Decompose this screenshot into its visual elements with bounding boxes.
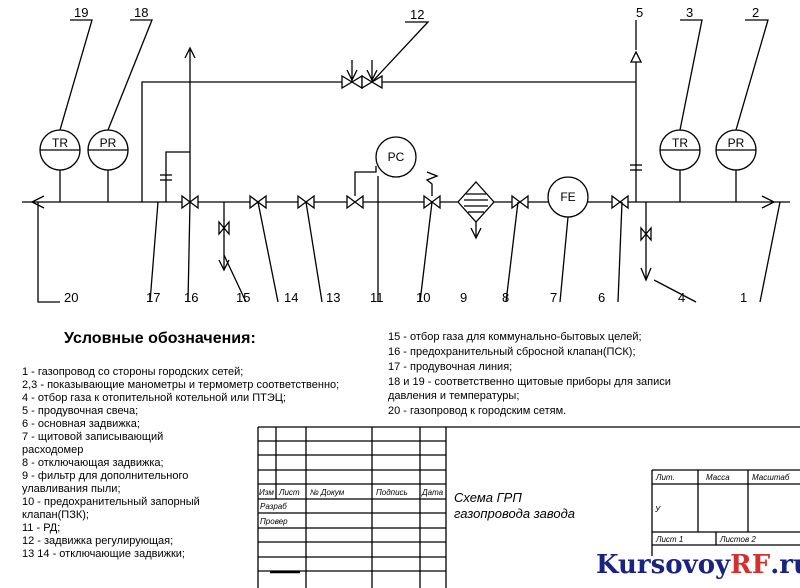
- legend-item: 6 - основная задвижка;: [22, 418, 140, 430]
- legend-title: Условные обозначения:: [64, 330, 256, 347]
- legend-item: 20 - газопровод к городским сетям.: [388, 405, 567, 417]
- legend-item: 1 - газопровод со стороны городских сете…: [22, 366, 244, 378]
- callout-20: 20: [64, 290, 78, 305]
- legend-item: 17 - продувочная линия;: [388, 361, 513, 373]
- legend-item: клапан(ПЗК);: [22, 509, 89, 521]
- callout-19: 19: [74, 5, 88, 20]
- callout-1: 1: [740, 290, 747, 305]
- legend-item: 5 - продувочная свеча;: [22, 405, 139, 417]
- callout-9: 9: [460, 290, 467, 305]
- stamp-massa: Масса: [706, 473, 730, 482]
- callout-10: 10: [416, 290, 430, 305]
- stamp-u: У: [655, 505, 661, 514]
- callout-13: 13: [326, 290, 340, 305]
- legend-item: улавливания пыли;: [22, 483, 121, 495]
- callout-14: 14: [284, 290, 298, 305]
- fe-label: FE: [560, 190, 575, 204]
- stamp-prover: Провер: [260, 517, 288, 526]
- filter-9: [457, 181, 495, 223]
- stamp-podpis: Подпись: [376, 488, 408, 497]
- stamp-masshtab: Масштаб: [752, 473, 790, 482]
- callout-3: 3: [686, 5, 693, 20]
- callout-17: 17: [146, 290, 160, 305]
- legend-item: 16 - предохранительный сбросной клапан(П…: [388, 346, 636, 358]
- legend-item: 7 - щитовой записывающий: [22, 431, 164, 443]
- tr-left-label: TR: [52, 136, 68, 150]
- legend-item: 18 и 19 - соответственно щитовые приборы…: [388, 376, 671, 388]
- callout-18: 18: [134, 5, 148, 20]
- stamp-ndoc: № Докум: [310, 488, 345, 497]
- legend-item: 9 - фильтр для дополнительного: [22, 470, 189, 482]
- legend-item: 13 14 - отключающие задвижки;: [22, 548, 185, 560]
- valve-11: [346, 194, 364, 210]
- legend-item: 15 - отбор газа для коммунально-бытовых …: [388, 331, 642, 343]
- outlet-arrow: [761, 195, 776, 209]
- callout-4: 4: [678, 290, 685, 305]
- stamp-lit: Лит.: [656, 473, 675, 482]
- legend-item: 8 - отключающая задвижка;: [22, 457, 164, 469]
- callout-7: 7: [550, 290, 557, 305]
- drawing-title-line2: газопровода завода: [454, 506, 575, 521]
- stamp-izm: Изм: [259, 488, 274, 497]
- callout-12: 12: [410, 7, 424, 22]
- watermark-part1: Kursovoy: [596, 550, 731, 580]
- inlet-arrow: [30, 195, 45, 209]
- legend-item: 10 - предохранительный запорный: [22, 496, 200, 508]
- stamp-list1: Лист 1: [656, 535, 684, 544]
- pc-instrument: [375, 136, 417, 178]
- stamp-data: Дата: [422, 488, 444, 497]
- valve-6: [611, 194, 629, 210]
- drawing-title-line1: Схема ГРП: [454, 490, 522, 505]
- stamp-razrab: Разраб: [260, 502, 287, 511]
- stamp-listov: Листов 2: [720, 535, 756, 544]
- legend-item: 12 - задвижка регулирующая;: [22, 535, 174, 547]
- watermark-part2: RF: [730, 550, 771, 580]
- callout-6: 6: [598, 290, 605, 305]
- stamp-list: Лист: [279, 488, 300, 497]
- callout-8: 8: [502, 290, 509, 305]
- callout-16: 16: [184, 290, 198, 305]
- tr-right-label: TR: [672, 136, 688, 150]
- watermark-logo: KursovoyRF.ru: [596, 550, 800, 580]
- drawing-title: Схема ГРП газопровода завода: [454, 490, 575, 522]
- legend-item: расходомер: [22, 444, 84, 456]
- callout-15: 15: [236, 290, 250, 305]
- legend-item: давления и температуры;: [388, 390, 520, 402]
- legend-item: 11 - РД;: [22, 522, 61, 534]
- title-block: [257, 426, 800, 588]
- callout-5: 5: [636, 5, 643, 20]
- callout-11: 11: [370, 290, 384, 305]
- pr-left-label: PR: [100, 136, 117, 150]
- legend-item: 4 - отбор газа к отопительной котельной …: [22, 392, 286, 404]
- pc-label: PC: [388, 150, 405, 164]
- pr-right-label: PR: [728, 136, 745, 150]
- valve-8: [511, 194, 529, 210]
- legend-item: 2,3 - показывающие манометры и термометр…: [22, 379, 340, 391]
- bypass-line: [141, 81, 191, 202]
- callout-2: 2: [752, 5, 759, 20]
- watermark-part3: .ru: [770, 550, 800, 580]
